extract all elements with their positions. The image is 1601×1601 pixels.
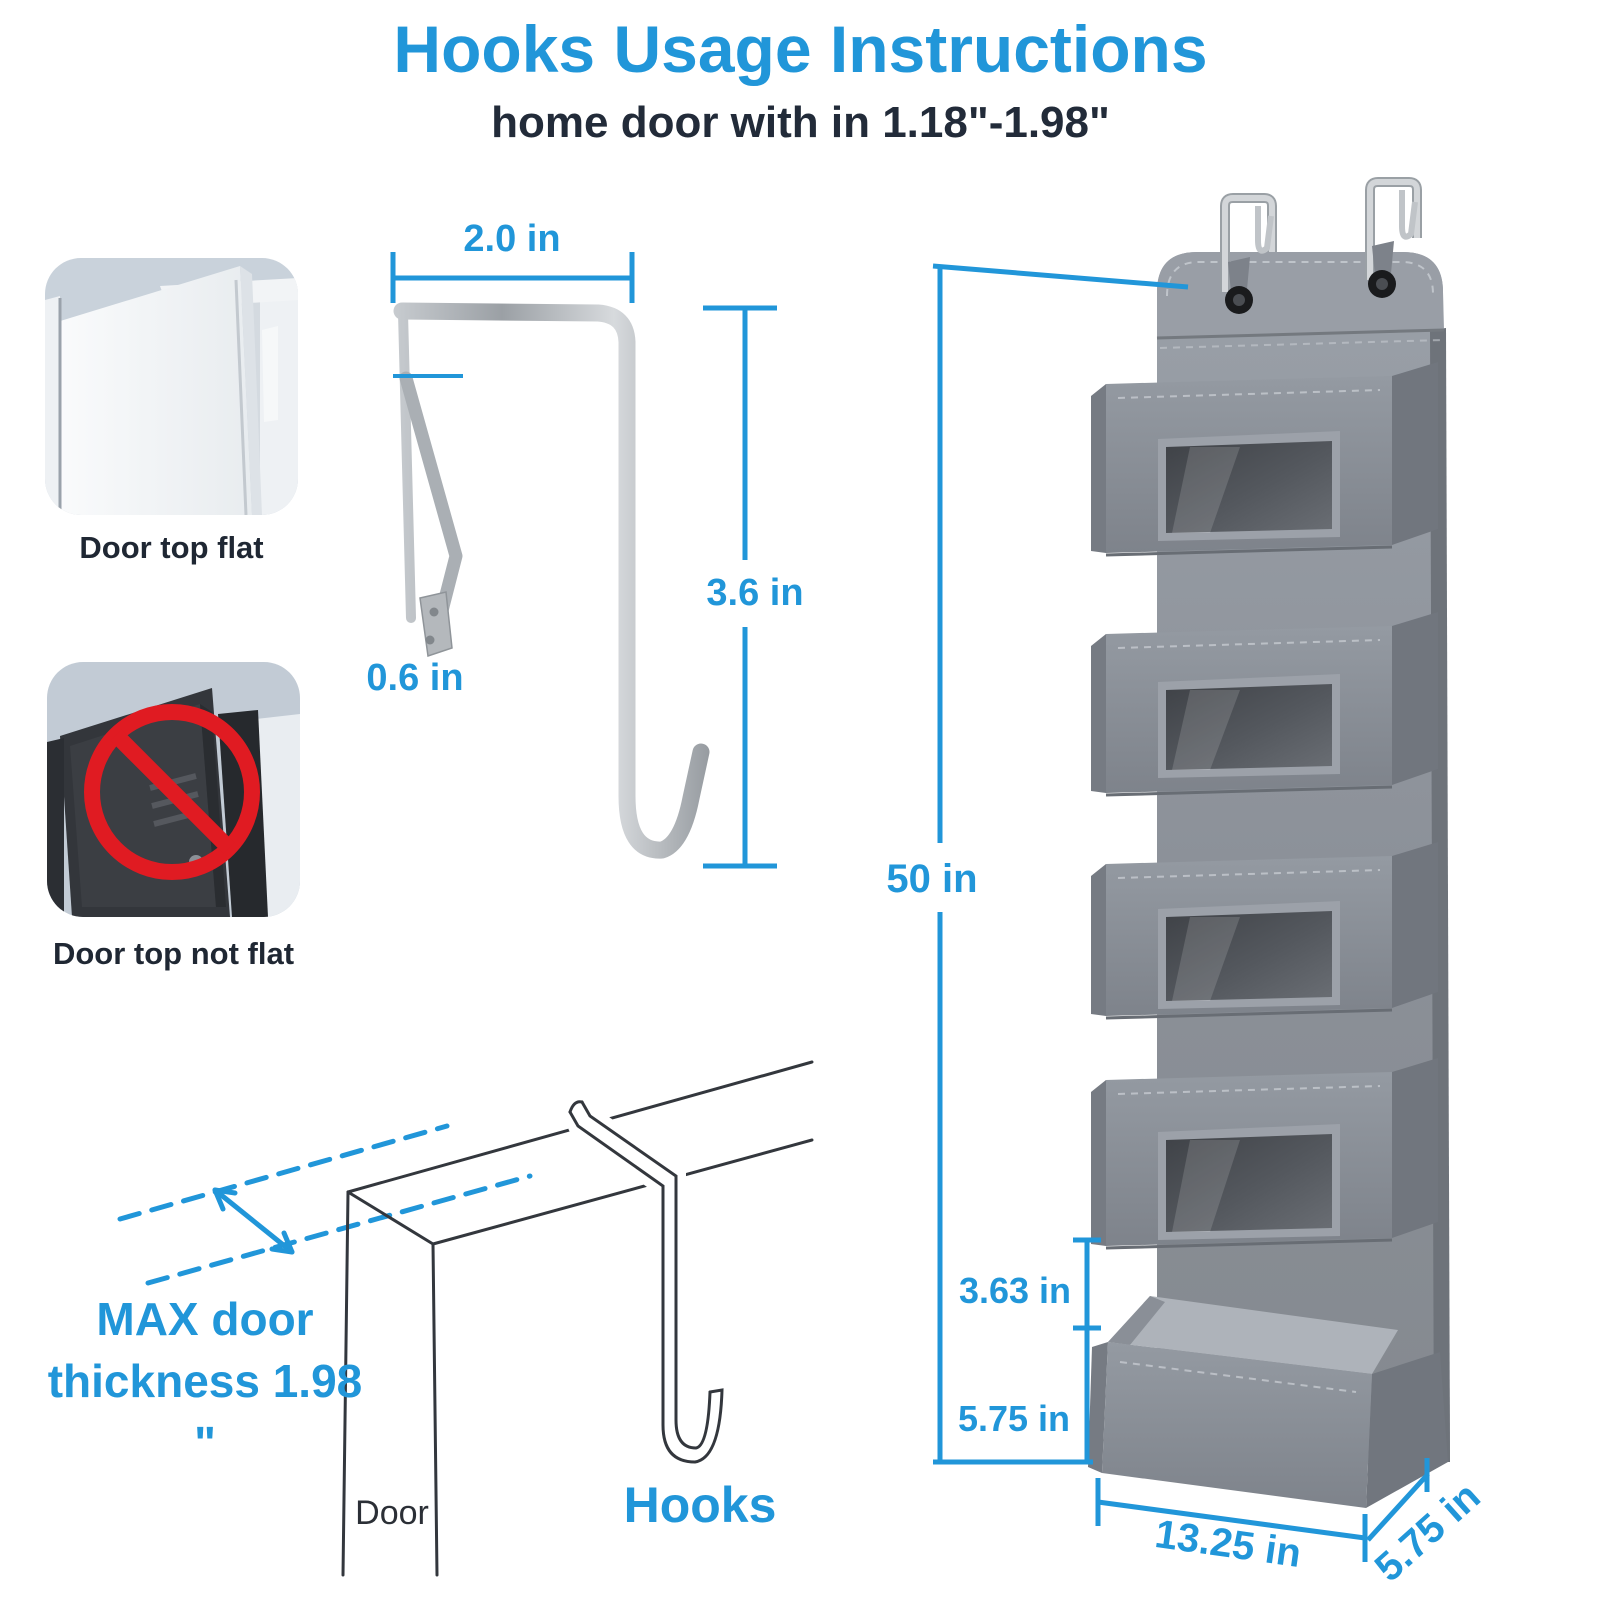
door-top-not-flat-photo (47, 662, 300, 917)
page-subtitle: home door with in 1.18"-1.98" (491, 98, 1110, 147)
organizer-pocket (1091, 842, 1438, 1020)
door-top-not-flat-label: Door top not flat (52, 936, 295, 971)
hook-clip-dimension: 0.6 in (366, 657, 464, 699)
organizer-upper-section-dimension: 3.63 in (958, 1270, 1072, 1311)
organizer-photo (1088, 177, 1450, 1508)
door-top-flat-photo (45, 258, 298, 515)
metal-hook-photo (393, 302, 710, 859)
hook-dimension-lines (390, 252, 777, 869)
wire-hook-icon (1220, 177, 1422, 292)
organizer-pocket (1091, 362, 1438, 557)
hooks-label: Hooks (623, 1477, 777, 1533)
door-hook-sketch (117, 1060, 814, 1577)
organizer-pocket (1091, 612, 1438, 797)
organizer-bottom-pocket-dimension: 5.75 in (957, 1398, 1071, 1439)
organizer-dimension-lines (932, 263, 1430, 1562)
door-label: Door (355, 1494, 429, 1532)
max-door-line2: thickness 1.98 " (47, 1355, 363, 1469)
max-door-thickness-label: MAX door thickness 1.98 " (40, 1288, 370, 1474)
page-title: Hooks Usage Instructions (393, 12, 1208, 86)
grommet-icon (1225, 241, 1396, 314)
door-top-flat-label: Door top flat (79, 530, 264, 565)
no-entry-icon (84, 704, 260, 880)
hook-width-dimension: 2.0 in (463, 218, 561, 260)
hook-height-dimension: 3.6 in (706, 572, 804, 614)
organizer-height-dimension: 50 in (886, 857, 978, 901)
max-door-line1: MAX door (96, 1293, 314, 1345)
organizer-pocket (1091, 1058, 1438, 1250)
